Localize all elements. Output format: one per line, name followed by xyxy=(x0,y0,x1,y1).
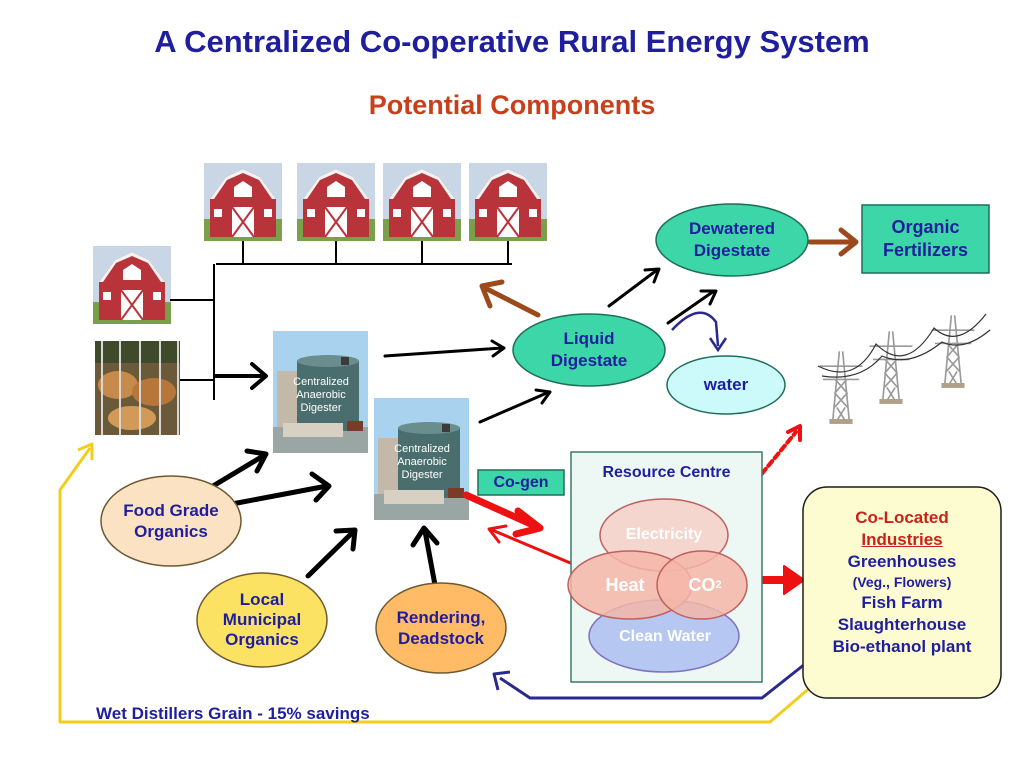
barn-icon xyxy=(297,163,375,241)
electricity-label: Electricity xyxy=(625,526,703,543)
food-grade-organics-label: Food Grade Organics xyxy=(123,501,219,541)
power-transmission-tower-icon xyxy=(817,313,991,425)
local-municipal-organics-label: Local Municipal Organics xyxy=(222,590,302,649)
organic-fertilizers-node xyxy=(861,204,990,274)
barn-icon xyxy=(93,246,171,324)
local-municipal-organics-node xyxy=(196,572,328,668)
liquid-digestate-label: Liquid Digestate xyxy=(550,329,628,370)
resource-centre-circles xyxy=(567,498,748,673)
heat-label: Heat xyxy=(605,574,645,595)
black-arrows xyxy=(210,267,718,588)
yellow-return-line xyxy=(58,442,813,724)
water-node xyxy=(666,355,786,415)
barn-icon xyxy=(204,163,282,241)
cogen-label: Co-gen xyxy=(493,473,549,491)
farm-barns xyxy=(93,163,547,324)
dewatered-digestate-node xyxy=(655,203,809,277)
navy-return-arrow xyxy=(492,658,811,700)
barn-icon xyxy=(469,163,547,241)
liquid-digestate-node xyxy=(512,313,666,387)
water-label: water xyxy=(703,375,749,394)
wet-distillers-label: Wet Distillers Grain - 15% savings xyxy=(96,704,370,723)
food-grade-organics-node xyxy=(100,475,242,567)
digester-2-label: Centralized Anaerobic Digester xyxy=(394,443,450,481)
water-arrow xyxy=(671,311,728,353)
clean-water-label: Clean Water xyxy=(619,628,711,645)
page-title: A Centralized Co-operative Rural Energy … xyxy=(154,24,870,59)
rendering-deadstock-label: Rendering, Deadstock xyxy=(396,608,486,648)
rendering-deadstock-node xyxy=(375,582,507,674)
resource-centre-title: Resource Centre xyxy=(602,464,731,481)
page-subtitle: Potential Components xyxy=(368,90,656,120)
co-located-industries-label: Co-Located Industries Greenhouses (Veg.,… xyxy=(832,508,972,656)
cogen-node xyxy=(477,469,565,496)
digester-1-label: Centralized Anaerobic Digester xyxy=(293,376,349,414)
brown-arrows xyxy=(479,227,859,318)
cattle-photo xyxy=(95,341,180,435)
farm-collection-lines xyxy=(170,241,512,400)
dewatered-digestate-label: Dewatered Digestate xyxy=(689,219,775,260)
barn-icon xyxy=(383,163,461,241)
co-located-industries-box xyxy=(802,486,1002,699)
organic-fertilizers-label: Organic Fertilizers xyxy=(882,217,969,260)
